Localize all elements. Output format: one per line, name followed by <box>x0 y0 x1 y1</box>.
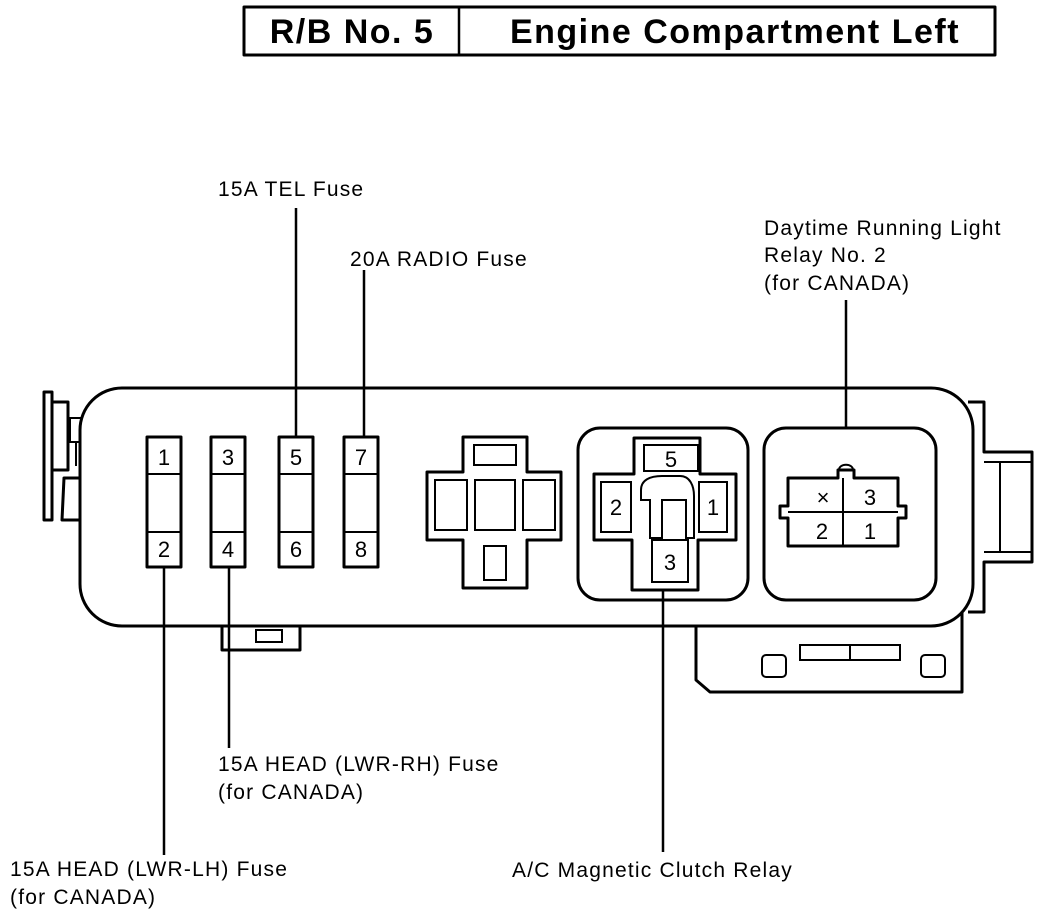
daytime-running-light-relay: × 3 2 1 <box>762 426 938 602</box>
label-drl-relay-line-1: Daytime Running Light <box>764 217 1002 240</box>
fuse-terminal-6: 6 <box>290 537 302 562</box>
relay-block-location: Engine Compartment Left <box>510 13 960 51</box>
label-drl-relay-line-2: Relay No. 2 <box>764 244 887 267</box>
fuse-7-8: 7 8 <box>342 435 380 569</box>
fuse-terminal-5: 5 <box>290 445 302 470</box>
label-head-lh-fuse-line-2: (for CANADA) <box>10 886 156 909</box>
relay-block-id: R/B No. 5 <box>270 13 435 51</box>
fuse-terminal-2: 2 <box>158 537 170 562</box>
housing-right-connector <box>968 400 1034 614</box>
drl-relay-terminal-2: 2 <box>816 519 828 544</box>
fuse-terminal-7: 7 <box>355 445 367 470</box>
empty-relay-socket <box>425 435 563 590</box>
label-radio-fuse: 20A RADIO Fuse <box>350 248 528 271</box>
fuse-1-2: 1 2 <box>145 435 183 569</box>
ac-relay-terminal-3: 3 <box>664 550 676 575</box>
label-head-lh-fuse-line-1: 15A HEAD (LWR-LH) Fuse <box>10 858 288 881</box>
label-tel-fuse: 15A TEL Fuse <box>218 178 364 201</box>
drl-relay-terminal-x: × <box>817 485 830 510</box>
fuse-terminal-1: 1 <box>158 445 170 470</box>
label-head-rh-fuse-line-2: (for CANADA) <box>218 781 364 804</box>
drl-relay-terminal-1: 1 <box>864 519 876 544</box>
housing-right-bracket <box>694 608 964 694</box>
ac-relay-terminal-1: 1 <box>707 495 719 520</box>
label-drl-relay-line-3: (for CANADA) <box>764 272 910 295</box>
header-title-box: R/B No. 5 Engine Compartment Left <box>242 5 997 57</box>
label-ac-relay: A/C Magnetic Clutch Relay <box>512 859 793 882</box>
label-head-rh-fuse-line-1: 15A HEAD (LWR-RH) Fuse <box>218 753 500 776</box>
relay-block-housing <box>78 386 975 628</box>
drl-relay-terminal-3: 3 <box>864 485 876 510</box>
ac-relay-terminal-2: 2 <box>610 495 622 520</box>
fuse-terminal-8: 8 <box>355 537 367 562</box>
housing-bottom-tab <box>220 622 302 652</box>
ac-relay-terminal-5: 5 <box>665 447 677 472</box>
fuse-terminal-3: 3 <box>222 445 234 470</box>
fuse-terminal-4: 4 <box>222 537 234 562</box>
